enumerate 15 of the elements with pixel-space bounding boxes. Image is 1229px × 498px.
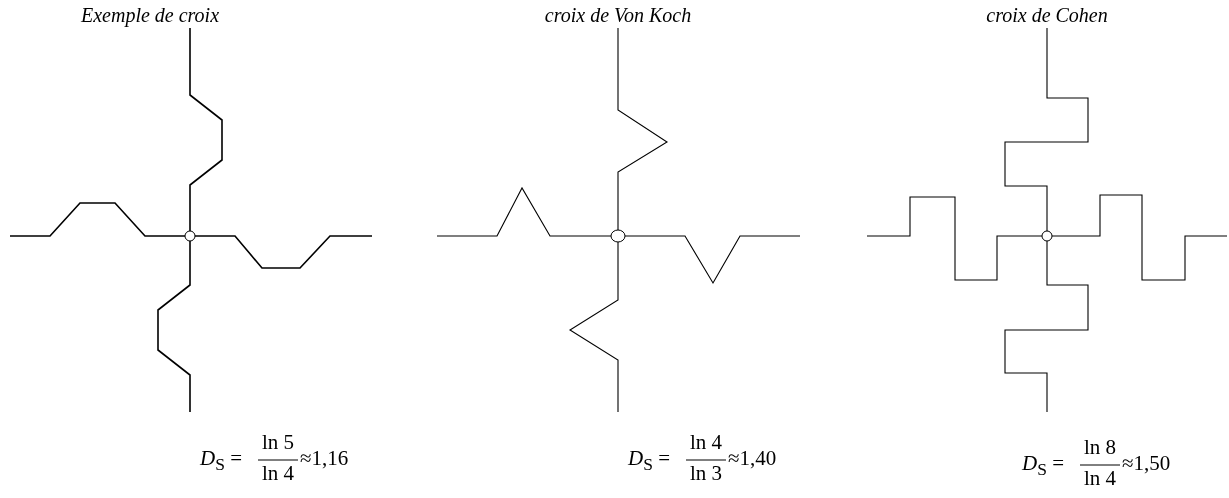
- cross-title: Exemple de croix: [80, 4, 220, 27]
- formula-symbol: D$_{S}$ =: [200, 446, 242, 476]
- formula-symbol: D$_{S}$ =: [628, 446, 670, 476]
- formula-value: ≈1,16: [300, 446, 349, 471]
- fraction-denominator: ln 4: [1082, 466, 1118, 491]
- formula-value: ≈1,40: [728, 446, 777, 471]
- fraction-numerator: ln 4: [688, 430, 724, 455]
- cross-title: croix de Von Koch: [544, 4, 692, 27]
- cross-title: croix de Cohen: [986, 4, 1108, 27]
- fraction-denominator: ln 4: [260, 461, 296, 486]
- formula-symbol: D$_{S}$ =: [1022, 451, 1064, 481]
- fraction-numerator: ln 8: [1082, 435, 1118, 460]
- fraction-numerator: ln 5: [260, 430, 296, 455]
- formula-value: ≈1,50: [1122, 451, 1171, 476]
- fraction-denominator: ln 3: [688, 461, 724, 486]
